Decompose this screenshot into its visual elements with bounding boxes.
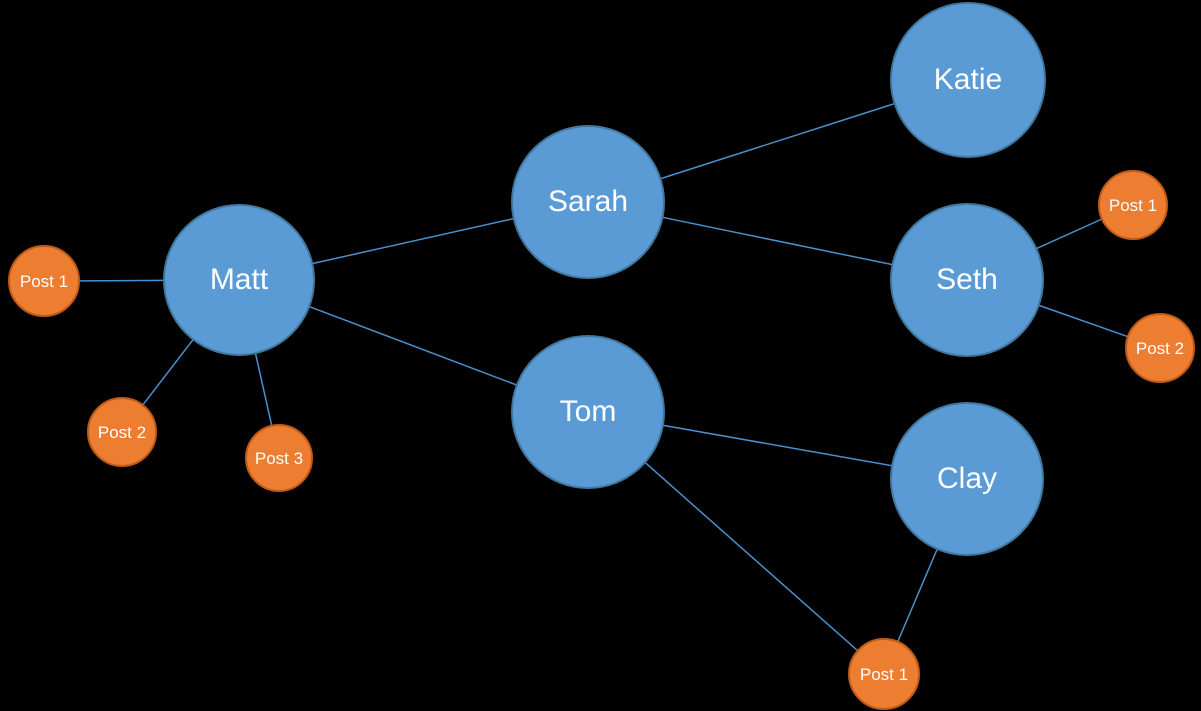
node-label-clay: Clay bbox=[936, 462, 997, 495]
edge-sarah-to-seth bbox=[662, 216, 893, 266]
edge-tom-to-clay bbox=[662, 424, 893, 467]
node-sarah[interactable]: Sarah bbox=[511, 125, 665, 279]
edge-seth-to-seth_post2 bbox=[1038, 304, 1129, 338]
node-label-seth_post1: Post 1 bbox=[1108, 195, 1158, 215]
node-label-katie: Katie bbox=[933, 63, 1003, 96]
node-label-matt_post1: Post 1 bbox=[19, 271, 69, 291]
node-label-seth_post2: Post 2 bbox=[1135, 338, 1185, 358]
node-label-matt: Matt bbox=[209, 263, 269, 296]
node-katie[interactable]: Katie bbox=[890, 2, 1046, 158]
node-matt[interactable]: Matt bbox=[163, 204, 315, 356]
edge-matt-to-sarah bbox=[312, 217, 514, 265]
node-matt_post1[interactable]: Post 1 bbox=[8, 245, 80, 317]
node-label-shared_post1: Post 1 bbox=[859, 664, 909, 684]
node-label-sarah: Sarah bbox=[547, 185, 629, 218]
node-label-matt_post3: Post 3 bbox=[254, 448, 304, 468]
edge-clay-to-shared_post1 bbox=[897, 548, 938, 643]
edge-sarah-to-katie bbox=[660, 102, 895, 180]
node-label-tom: Tom bbox=[559, 395, 617, 428]
node-seth_post2[interactable]: Post 2 bbox=[1125, 313, 1195, 383]
node-label-seth: Seth bbox=[936, 263, 998, 296]
node-matt_post2[interactable]: Post 2 bbox=[87, 397, 157, 467]
edge-matt-to-matt_post3 bbox=[254, 353, 273, 426]
edge-seth-to-seth_post1 bbox=[1035, 218, 1103, 250]
node-label-matt_post2: Post 2 bbox=[97, 422, 147, 442]
node-matt_post3[interactable]: Post 3 bbox=[245, 424, 313, 492]
node-clay[interactable]: Clay bbox=[890, 402, 1044, 556]
edge-tom-to-shared_post1 bbox=[644, 461, 859, 652]
node-seth_post1[interactable]: Post 1 bbox=[1098, 170, 1168, 240]
node-shared_post1[interactable]: Post 1 bbox=[848, 638, 920, 710]
node-seth[interactable]: Seth bbox=[890, 203, 1044, 357]
edge-matt-to-tom bbox=[308, 305, 518, 386]
edge-matt-to-matt_post2 bbox=[142, 338, 194, 406]
node-tom[interactable]: Tom bbox=[511, 335, 665, 489]
